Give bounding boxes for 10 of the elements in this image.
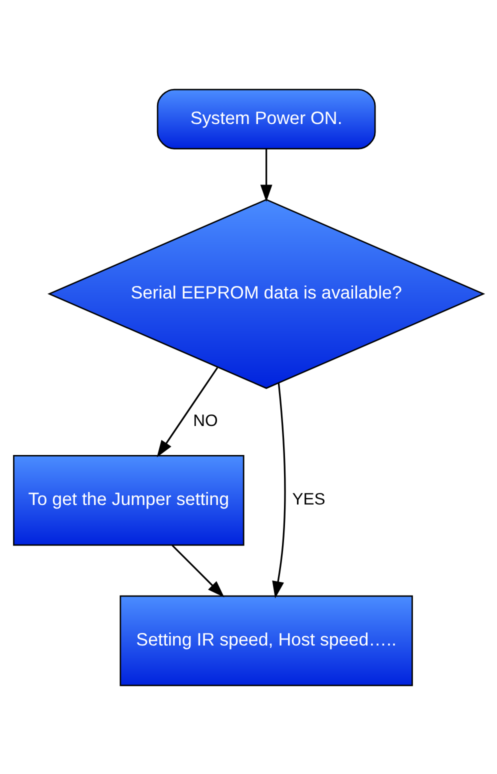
arrow xyxy=(172,544,224,597)
edge-label: NO xyxy=(193,412,218,430)
edge-label: YES xyxy=(292,490,326,508)
arrow xyxy=(260,148,272,202)
arrow xyxy=(272,382,286,598)
node-box: System Power ON. xyxy=(156,88,376,149)
node-box: To get the Jumper setting xyxy=(13,454,244,546)
arrow xyxy=(156,366,218,457)
node-box: Setting IR speed, Host speed….. xyxy=(120,594,413,686)
node-diamond: Serial EEPROM data is available? xyxy=(48,198,486,388)
